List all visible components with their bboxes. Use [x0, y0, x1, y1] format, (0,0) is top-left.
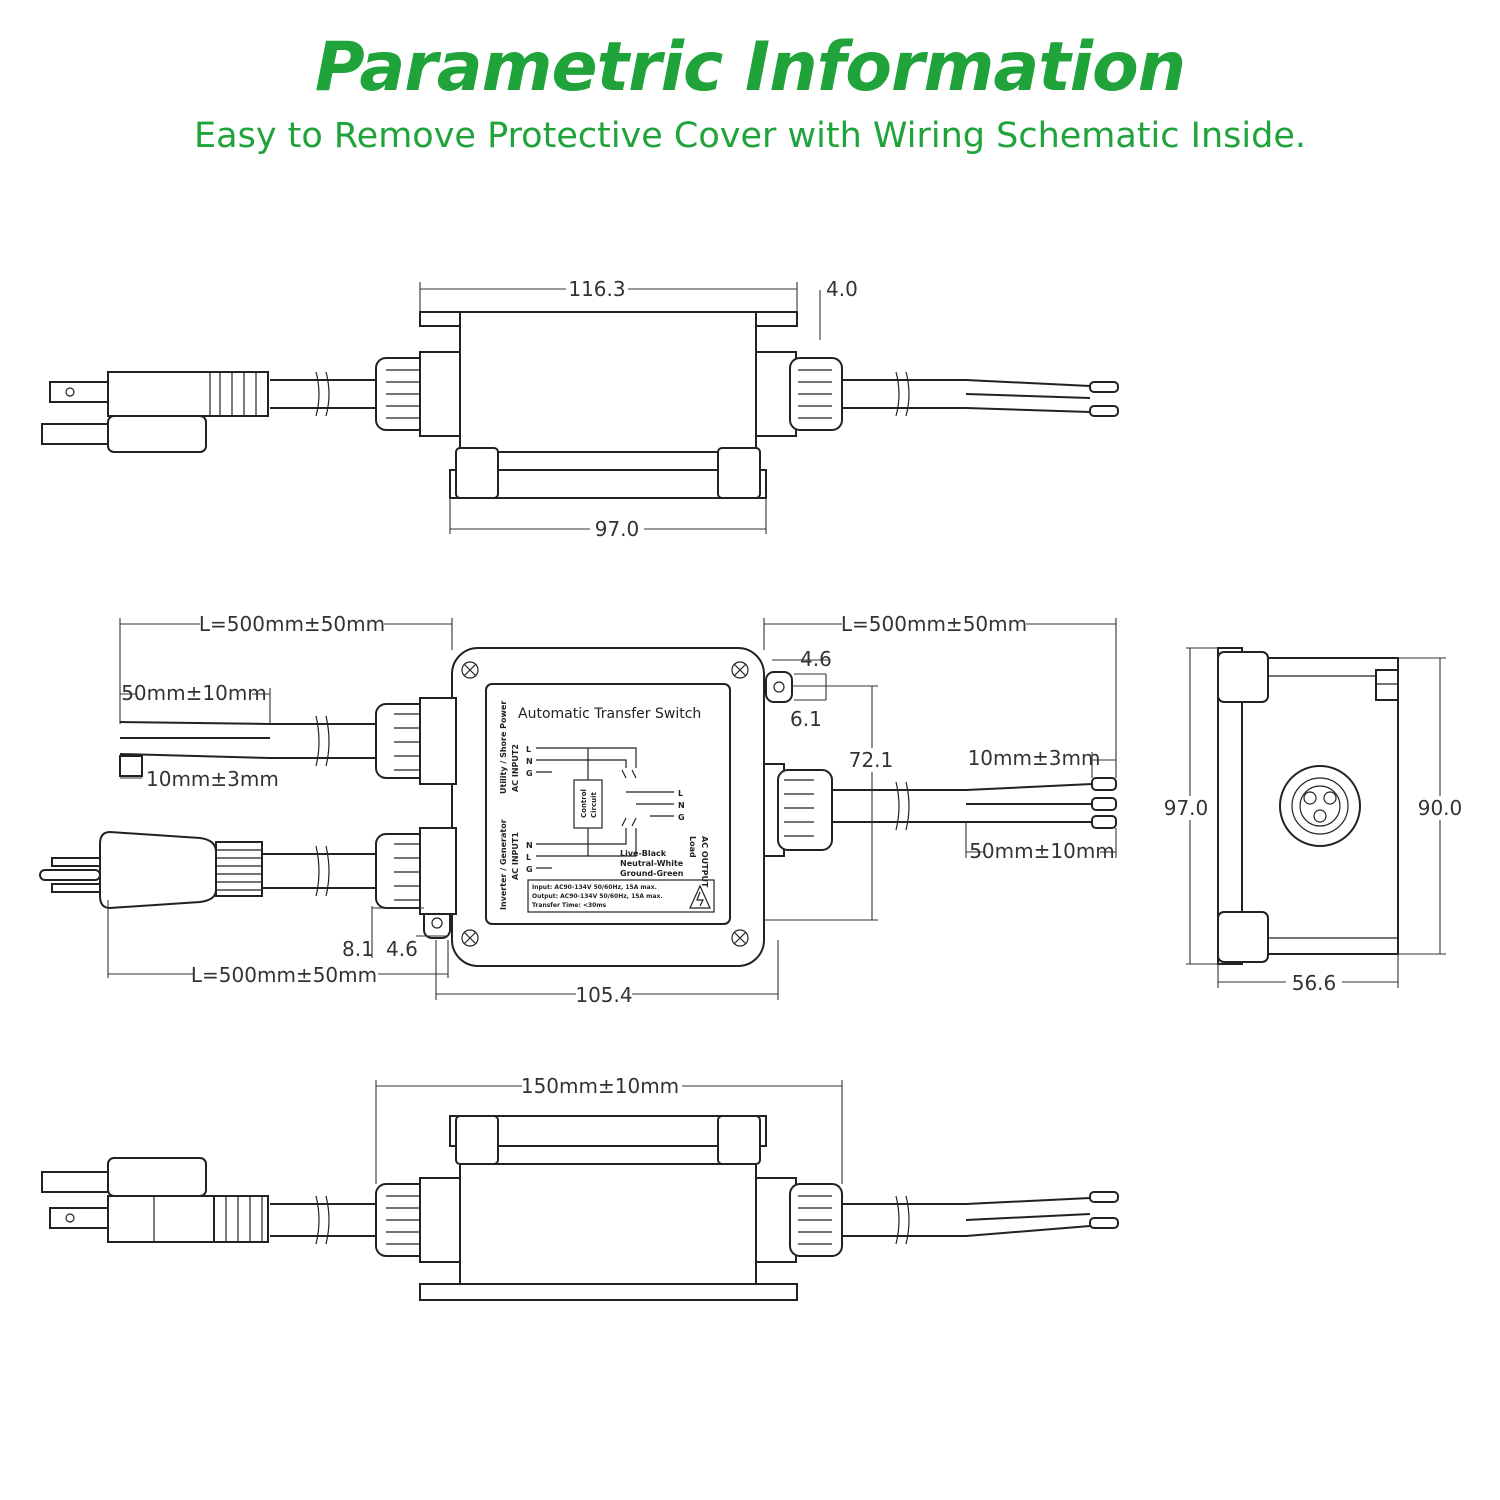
panel-legend-ground: Ground-Green	[620, 869, 684, 878]
bottom-boss-left	[455, 1115, 499, 1165]
bottom-gland-left-nut	[419, 1177, 461, 1263]
bottom-plug-body	[107, 1195, 215, 1243]
top-plug-prong-2	[41, 423, 109, 445]
side-gland-ring	[1279, 765, 1361, 847]
front-view: Automatic Transfer Switch Utility / Shor…	[39, 612, 1117, 1007]
side-boss-bottom	[1217, 911, 1269, 963]
side-dim-left: 97.0	[1164, 796, 1209, 820]
front-gland-bottom-nut	[419, 827, 457, 915]
panel-legend-live: Live-Black	[620, 849, 667, 858]
front-plug-prong-1	[51, 857, 101, 867]
top-view: 116.3 4.0 97.0	[41, 277, 1119, 541]
panel-input2-line1: Utility / Shore Power	[499, 701, 508, 794]
front-ear-right	[765, 671, 793, 703]
bottom-plug-head	[107, 1157, 207, 1197]
panel-in2-l: L	[526, 745, 531, 754]
bottom-flange	[419, 1283, 798, 1301]
panel-spec-output: Output: AC90-134V 50/60Hz, 15A max.	[532, 893, 663, 900]
front-enclosure	[451, 647, 765, 967]
panel-input2-line2: AC INPUT2	[511, 744, 520, 792]
front-dim-width: 105.4	[575, 983, 632, 1007]
panel-in2-g: G	[526, 769, 533, 778]
panel-spec-input: Input: AC90-134V 50/60Hz, 15A max.	[532, 884, 657, 891]
warning-triangle-icon	[689, 884, 711, 909]
front-dim-cable-left-bottom: L=500mm±50mm	[191, 963, 377, 987]
side-boss-top	[1217, 651, 1269, 703]
front-dim-cable-left-top: L=500mm±50mm	[199, 612, 385, 636]
front-dim-hole-bottom-b: 4.6	[386, 937, 418, 961]
front-dim-hole-bottom-a: 8.1	[342, 937, 374, 961]
top-gland-left-nut	[419, 351, 461, 437]
panel-in2-n: N	[526, 757, 533, 766]
panel-spec-transfer: Transfer Time: <30ms	[532, 902, 607, 909]
top-base-bridge	[497, 451, 719, 471]
panel-out-n: N	[678, 801, 685, 810]
front-plug-ground-pin	[39, 869, 101, 881]
panel-legend-neutral: Neutral-White	[620, 859, 684, 868]
panel-out-l: L	[678, 789, 683, 798]
front-dim-hole-dia: 6.1	[790, 707, 822, 731]
side-dim-right: 90.0	[1418, 796, 1463, 820]
top-plug-head	[107, 415, 207, 453]
front-gland-top-nut	[419, 697, 457, 785]
top-boss-left	[455, 447, 499, 499]
bottom-plug-prong-1	[41, 1171, 109, 1193]
bottom-view: 150mm±10mm	[41, 1074, 1119, 1301]
front-plug-head	[99, 830, 217, 910]
panel-input1-line2: AC INPUT1	[511, 832, 520, 880]
panel-title: Automatic Transfer Switch	[518, 706, 701, 722]
front-dim-tip-right: 10mm±3mm	[968, 746, 1101, 770]
top-dim-width: 116.3	[568, 277, 625, 301]
front-plug-prong-2	[51, 883, 101, 893]
front-screw-tr	[731, 661, 749, 679]
bottom-boss-right	[717, 1115, 761, 1165]
front-screw-br	[731, 929, 749, 947]
front-screw-tl	[461, 661, 479, 679]
panel-in1-l: L	[526, 853, 531, 862]
page-subtitle: Easy to Remove Protective Cover with Wir…	[194, 116, 1306, 156]
panel-spec-box	[527, 879, 715, 913]
front-dim-cable-right: L=500mm±50mm	[841, 612, 1027, 636]
front-label-panel	[485, 683, 731, 925]
front-screw-bl	[461, 929, 479, 947]
front-plug-strain	[215, 841, 263, 897]
side-body	[1241, 657, 1399, 955]
bottom-body	[459, 1163, 757, 1295]
bottom-plug-strain	[213, 1195, 269, 1243]
bottom-base	[449, 1115, 767, 1147]
side-clip	[1375, 669, 1399, 701]
bottom-plug-prong-2	[49, 1207, 109, 1229]
front-dim-tip-left: 10mm±3mm	[146, 767, 279, 791]
top-body	[459, 311, 757, 453]
top-dim-base: 97.0	[595, 517, 640, 541]
panel-in1-n: N	[526, 841, 533, 850]
front-gland-right	[777, 769, 833, 851]
bottom-dim-length: 150mm±10mm	[521, 1074, 679, 1098]
top-plug-prong-1	[49, 381, 109, 403]
front-dim-strip-right: 50mm±10mm	[969, 839, 1115, 863]
panel-input1-line1: Inverter / Generator	[499, 819, 508, 910]
top-dim-flange: 4.0	[826, 277, 858, 301]
side-dim-bottom: 56.6	[1292, 971, 1337, 995]
panel-control-line1: Control	[580, 789, 588, 818]
panel-output-line2: Load	[688, 836, 697, 858]
page-title: Parametric Information	[314, 28, 1186, 107]
front-dim-height: 72.1	[849, 748, 894, 772]
panel-control-line2: Circuit	[590, 791, 598, 818]
side-view: 97.0 90.0 56.6	[1160, 647, 1466, 995]
front-dim-strip-left: 50mm±10mm	[121, 681, 267, 705]
panel-output-line1: AC OUTPUT	[700, 836, 709, 888]
top-boss-right	[717, 447, 761, 499]
front-dim-hole-offset: 4.6	[800, 647, 832, 671]
panel-in1-g: G	[526, 865, 533, 874]
panel-out-g: G	[678, 813, 685, 822]
